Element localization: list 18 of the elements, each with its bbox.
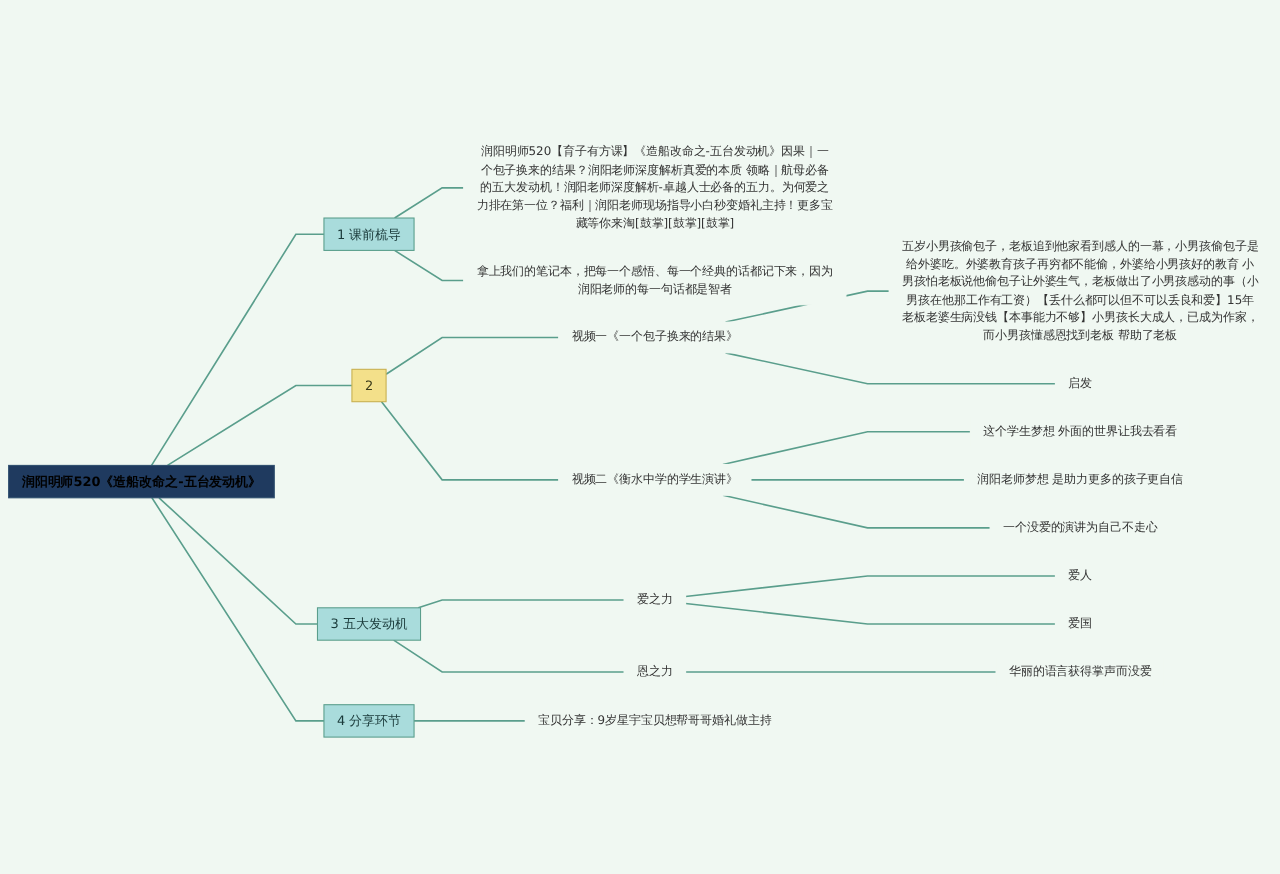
connector — [417, 599, 625, 609]
connector — [393, 249, 465, 282]
connector — [750, 479, 966, 481]
connector — [158, 497, 319, 625]
connector — [684, 671, 997, 673]
connector — [722, 494, 991, 529]
connector — [684, 602, 1057, 625]
connector — [151, 497, 325, 722]
connector — [724, 352, 1057, 385]
connector — [150, 233, 325, 467]
connector — [392, 639, 625, 673]
connector — [166, 384, 353, 467]
connector — [393, 187, 465, 219]
connector — [722, 431, 972, 466]
connector — [385, 336, 560, 376]
connector — [380, 400, 560, 481]
connector — [684, 575, 1057, 598]
connector — [413, 720, 527, 722]
